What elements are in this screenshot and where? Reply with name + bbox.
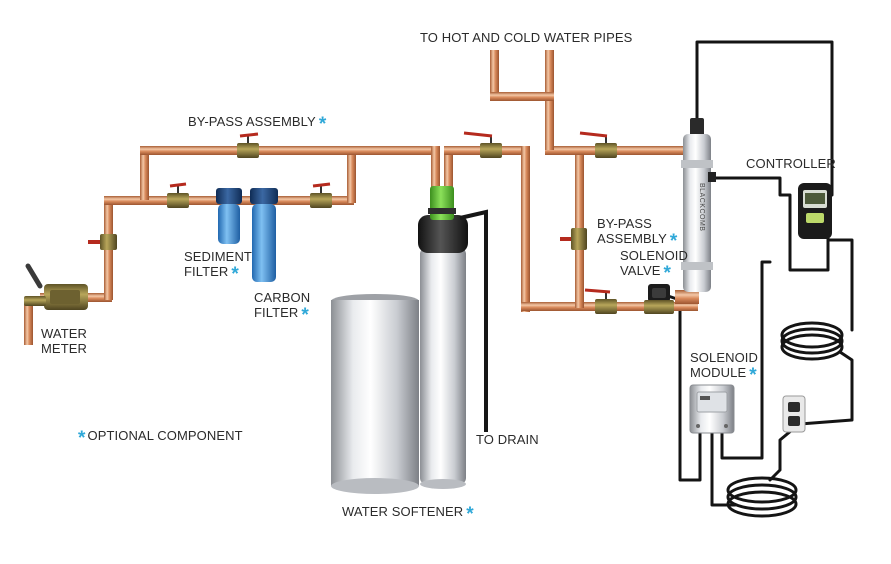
carbon-line1: CARBON (254, 290, 311, 305)
water-softener-icon (331, 186, 488, 494)
solenoid-valve-line1: SOLENOID (620, 248, 688, 263)
sediment-filter-icon (216, 188, 242, 244)
solenoid-module-line2: MODULE (690, 365, 747, 380)
carbon-filter-label: CARBON FILTER* (254, 290, 311, 326)
water-meter-label: WATER METER (41, 326, 87, 356)
top-bypass-valve-icon (237, 132, 259, 158)
controller-label: CONTROLLER (746, 156, 836, 171)
optional-asterisk-icon: * (749, 365, 757, 386)
sediment-line2: FILTER (184, 264, 229, 279)
lower-bypass-valve-right-icon (310, 182, 332, 208)
bottom-loop-valve-icon (584, 288, 617, 314)
water-meter-line2: METER (41, 341, 87, 356)
uv-brand-text: BLACKCOMB (698, 183, 705, 231)
water-softener-text: WATER SOFTENER (342, 504, 464, 519)
water-pipes-label: TO HOT AND COLD WATER PIPES (420, 30, 632, 45)
lower-bypass-valve-left-icon (167, 182, 189, 208)
solenoid-valve-label: SOLENOID VALVE* (620, 248, 688, 284)
bypass-top-text: BY-PASS ASSEMBLY (188, 114, 316, 129)
sediment-filter-label: SEDIMENT FILTER* (184, 249, 252, 285)
solenoid-module-label: SOLENOID MODULE* (690, 350, 758, 386)
right-bypass-valve-icon (560, 228, 587, 250)
uv-system-icon: BLACKCOMB (681, 118, 716, 292)
carbon-line2: FILTER (254, 305, 299, 320)
water-meter-icon (24, 263, 88, 310)
uv-inlet-valve-icon (579, 131, 617, 158)
solenoid-module-icon (689, 384, 735, 434)
optional-asterisk-icon: * (78, 428, 86, 449)
controller-icon (798, 183, 832, 239)
carbon-filter-icon (250, 188, 278, 282)
water-pipes-text: TO HOT AND COLD WATER PIPES (420, 30, 633, 45)
optional-asterisk-icon: * (231, 264, 239, 285)
water-softener-label: WATER SOFTENER* (342, 504, 474, 525)
optional-component-text: OPTIONAL COMPONENT (87, 428, 243, 443)
valves (88, 131, 617, 314)
bypass-assembly-top-label: BY-PASS ASSEMBLY* (188, 114, 327, 135)
bypass-right-line2: ASSEMBLY (597, 231, 667, 246)
optional-component-legend: *OPTIONAL COMPONENT (78, 428, 243, 449)
to-drain-label: TO DRAIN (476, 432, 539, 447)
softener-outlet-valve-icon (463, 131, 502, 158)
optional-asterisk-icon: * (301, 305, 309, 326)
controller-text: CONTROLLER (746, 156, 836, 171)
optional-asterisk-icon: * (318, 114, 327, 135)
wall-outlet-icon (782, 395, 806, 433)
optional-asterisk-icon: * (663, 263, 671, 284)
solenoid-module-line1: SOLENOID (690, 350, 758, 365)
solenoid-valve-line2: VALVE (620, 263, 661, 278)
bypass-assembly-right-label: BY-PASS ASSEMBLY* (597, 216, 678, 252)
optional-asterisk-icon: * (466, 504, 474, 525)
sediment-line1: SEDIMENT (184, 249, 252, 264)
optional-asterisk-icon: * (669, 231, 678, 252)
water-meter-line1: WATER (41, 326, 87, 341)
inlet-valve-icon (88, 234, 117, 250)
to-drain-text: TO DRAIN (476, 432, 539, 447)
solenoid-valve-icon (644, 284, 674, 314)
bypass-right-line1: BY-PASS (597, 216, 652, 231)
